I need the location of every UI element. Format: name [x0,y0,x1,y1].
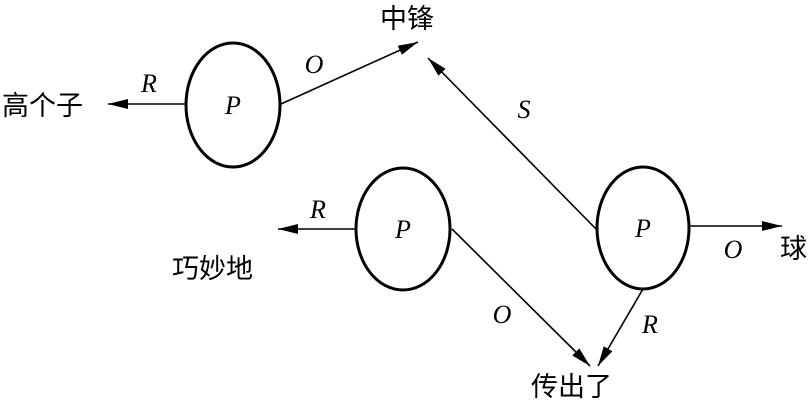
edge-p3-r-arrow [597,288,644,367]
node-p2: P [354,166,452,292]
edge-p3-r-label: R [641,310,658,339]
edge-p3-s-arrow [427,57,597,230]
edge-p1-r-label: R [140,69,157,98]
edge-p2-o-arrow [451,228,591,367]
node-p1-label: P [224,91,241,120]
edge-p2-r-label: R [309,195,326,224]
edge-p2-o-label: O [493,300,512,329]
word-zhongfeng: 中锋 [380,4,434,35]
edge-p3-o-label: O [724,235,743,264]
word-chuanchule: 传出了 [531,372,612,403]
node-p3: P [595,165,691,291]
word-gaogezi: 高个子 [2,91,83,122]
word-qiu: 球 [780,234,807,265]
word-qiaomiaodi: 巧妙地 [172,254,253,285]
node-p1: P [184,41,282,169]
node-p2-label: P [394,215,411,244]
node-p3-label: P [634,214,651,243]
edge-p1-o-arrow [280,41,419,105]
edge-p1-o-label: O [305,50,324,79]
edge-p3-s-label: S [518,95,531,124]
